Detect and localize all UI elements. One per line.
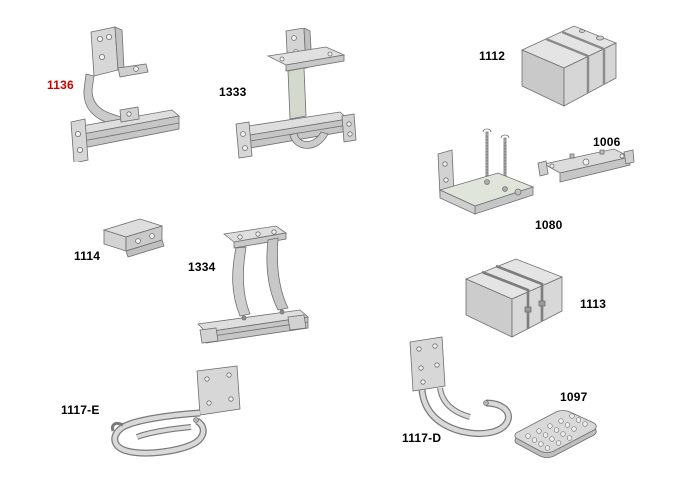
part-label-1333[interactable]: 1333 bbox=[219, 85, 247, 99]
part-1080-drawing[interactable] bbox=[430, 126, 538, 222]
part-1097-drawing[interactable] bbox=[500, 396, 604, 470]
part-1117-e-drawing[interactable] bbox=[103, 363, 248, 465]
part-label-1114[interactable]: 1114 bbox=[74, 249, 101, 263]
part-label-1006[interactable]: 1006 bbox=[593, 135, 621, 149]
part-label-1112[interactable]: 1112 bbox=[479, 49, 506, 63]
part-label-1334[interactable]: 1334 bbox=[188, 260, 216, 274]
part-1334-drawing[interactable] bbox=[188, 222, 316, 348]
part-1006-drawing[interactable] bbox=[536, 138, 636, 190]
part-1113-drawing[interactable] bbox=[458, 247, 570, 339]
part-label-1117-e[interactable]: 1117-E bbox=[61, 403, 100, 417]
part-1114-drawing[interactable] bbox=[98, 210, 168, 258]
part-1117-d-drawing[interactable] bbox=[396, 334, 526, 454]
part-label-1117-d[interactable]: 1117-D bbox=[402, 431, 442, 445]
part-1136-drawing[interactable] bbox=[62, 24, 182, 162]
part-label-1097[interactable]: 1097 bbox=[560, 390, 588, 404]
part-1112-drawing[interactable] bbox=[512, 16, 624, 108]
part-label-1136[interactable]: 1136 bbox=[47, 78, 74, 92]
part-1333-drawing[interactable] bbox=[230, 28, 360, 168]
part-label-1080[interactable]: 1080 bbox=[535, 218, 563, 232]
part-label-1113[interactable]: 1113 bbox=[580, 297, 607, 311]
